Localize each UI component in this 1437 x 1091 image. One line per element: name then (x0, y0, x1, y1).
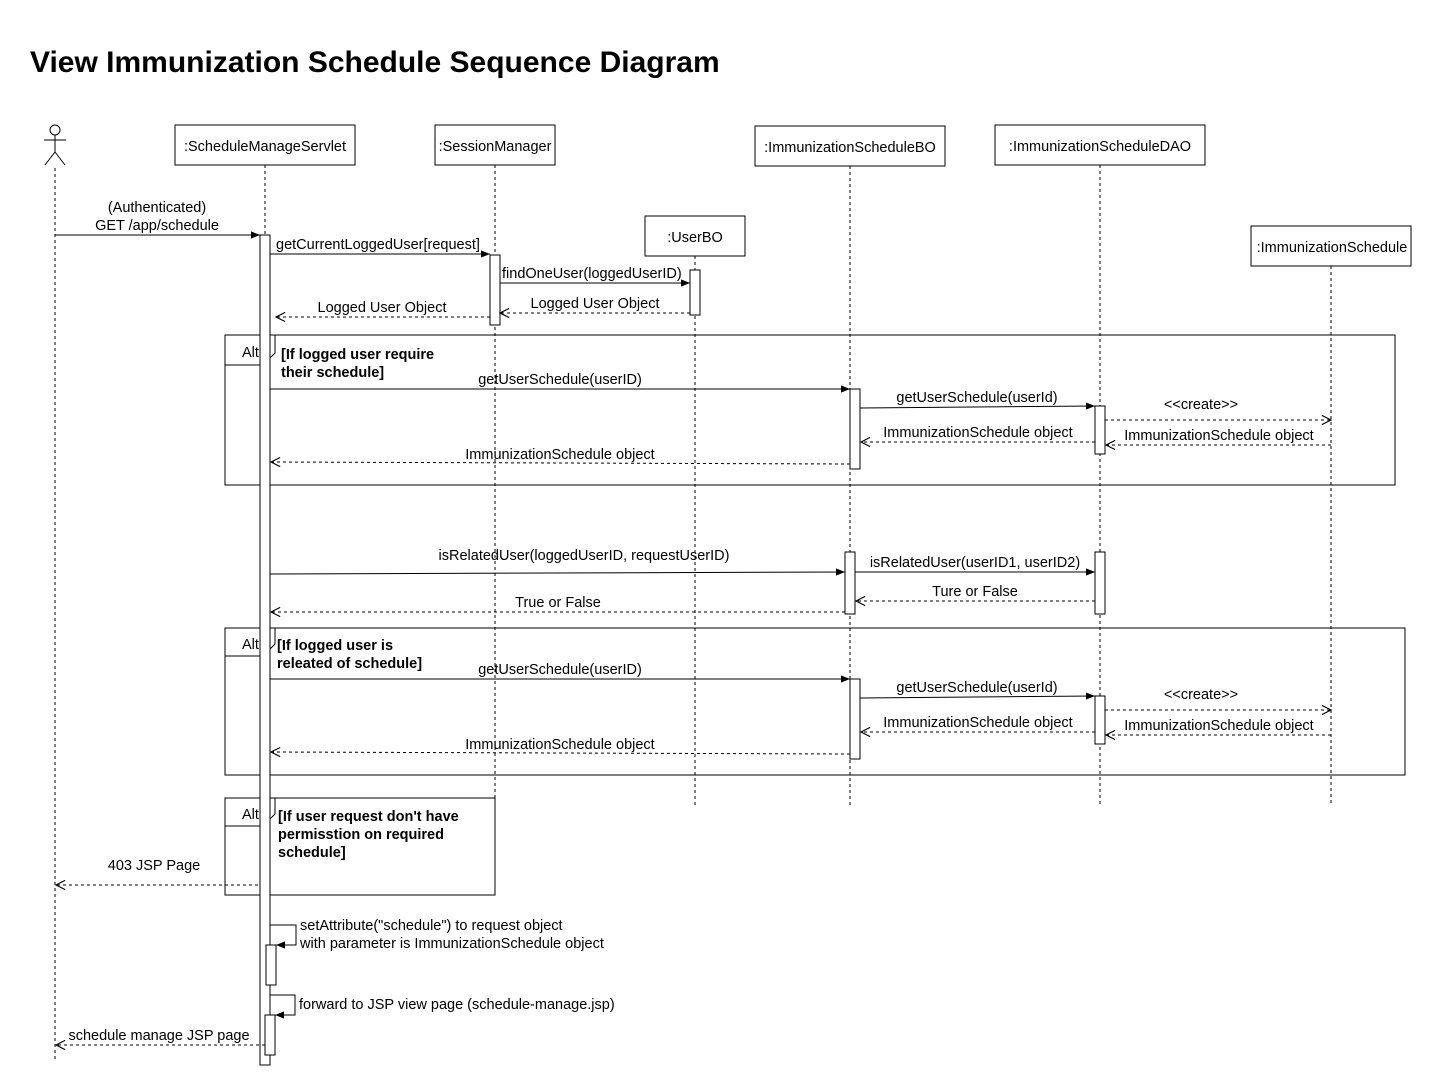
participant-userbo: :UserBO (644, 215, 746, 257)
message-dao-is-related-user: isRelatedUser(userID1, userID2) (855, 555, 1095, 576)
message-schedule-return-is-1: ImmunizationSchedule object (1106, 428, 1331, 445)
message-label: findOneUser(loggedUserID) (502, 266, 682, 282)
activation-isdao-1 (1094, 405, 1106, 455)
fragment-alt1-guard-line2: their schedule] (281, 365, 384, 381)
diagram-title: View Immunization Schedule Sequence Diag… (30, 46, 720, 79)
participant-actor (44, 124, 66, 166)
participant-isbo: :ImmunizationScheduleBO (754, 125, 946, 167)
participant-isbo-label: :ImmunizationScheduleBO (764, 140, 936, 156)
fragment-alt2-guard-line2: releated of schedule] (277, 656, 422, 672)
message-label: Logged User Object (531, 296, 660, 312)
message-create-1: <<create>> (1105, 397, 1331, 420)
message-get-user-schedule-2: getUserSchedule(userID) (270, 662, 850, 683)
message-403-jsp-page: 403 JSP Page (56, 858, 258, 885)
fragment-alt1-operator: Alt (242, 345, 259, 361)
message-label: (Authenticated) (108, 200, 206, 216)
activation-session (489, 254, 501, 326)
activation-isdao-3 (1094, 695, 1106, 745)
message-label: ImmunizationSchedule object (1124, 718, 1313, 734)
participant-servlet: :ScheduleManageServlet (174, 124, 356, 166)
participant-isdao-label: :ImmunizationScheduleDAO (1009, 139, 1191, 155)
message-label: Logged User Object (318, 300, 447, 316)
activation-isbo-1 (849, 388, 861, 470)
message-label: ImmunizationSchedule object (465, 737, 654, 753)
participant-is: :ImmunizationSchedule (1250, 225, 1412, 267)
message-schedule-return-dao-2: ImmunizationSchedule object (861, 715, 1095, 732)
message-get-app-schedule: (Authenticated) GET /app/schedule (55, 200, 260, 239)
message-is-related-user: isRelatedUser(loggedUserID, requestUserI… (269, 548, 846, 576)
activation-isbo-2 (844, 551, 856, 615)
message-label: getUserSchedule(userID) (478, 372, 642, 388)
message-label: <<create>> (1164, 397, 1238, 413)
activation-isdao-2 (1094, 551, 1106, 615)
message-label: ImmunizationSchedule object (883, 425, 1072, 441)
fragment-alt3-guard-line3: schedule] (278, 845, 346, 861)
message-label: getUserSchedule(userID) (478, 662, 642, 678)
message-label: 403 JSP Page (108, 858, 200, 874)
message-label: with parameter is ImmunizationSchedule o… (299, 936, 604, 952)
message-forward-self: forward to JSP view page (schedule-manag… (270, 994, 615, 1019)
message-label: isRelatedUser(loggedUserID, requestUserI… (439, 548, 730, 564)
activation-servlet-self-2 (264, 1014, 276, 1056)
participant-session-label: :SessionManager (439, 139, 552, 155)
message-label: ImmunizationSchedule object (1124, 428, 1313, 444)
message-schedule-manage-jsp-page: schedule manage JSP page (56, 1028, 265, 1045)
message-true-or-false-return: True or False (271, 595, 845, 612)
message-label: <<create>> (1164, 687, 1238, 703)
fragment-alt1-guard-line1: [If logged user require (281, 347, 434, 363)
message-label: getUserSchedule(userId) (896, 680, 1057, 696)
activation-userbo (689, 269, 701, 316)
message-create-2: <<create>> (1105, 687, 1331, 710)
message-label: forward to JSP view page (schedule-manag… (299, 997, 615, 1013)
message-label: GET /app/schedule (95, 218, 219, 234)
activation-servlet (259, 234, 271, 1066)
message-label: schedule manage JSP page (68, 1028, 249, 1044)
message-schedule-return-is-2: ImmunizationSchedule object (1106, 718, 1331, 735)
fragment-alt3-guard-line2: permisstion on required (278, 827, 444, 843)
fragment-alt3-guard-line1: [If user request don't have (278, 809, 459, 825)
message-label: True or False (515, 595, 601, 611)
fragment-alt2: Alt [If logged user is releated of sched… (224, 627, 1406, 776)
message-find-one-user: findOneUser(loggedUserID) (500, 266, 690, 287)
message-schedule-return-bo-2: ImmunizationSchedule object (271, 737, 851, 754)
message-ture-or-false-return: Ture or False (856, 584, 1095, 601)
message-set-attribute-self: setAttribute("schedule") to request obje… (270, 918, 604, 952)
participant-servlet-label: :ScheduleManageServlet (184, 139, 346, 155)
message-logged-user-return-2: Logged User Object (276, 300, 490, 317)
message-label: getCurrentLoggedUser[request] (276, 237, 480, 253)
participant-is-label: :ImmunizationSchedule (1257, 240, 1408, 256)
participant-userbo-label: :UserBO (667, 230, 723, 246)
message-label: ImmunizationSchedule object (883, 715, 1072, 731)
activation-isbo-3 (849, 678, 861, 760)
participant-isdao: :ImmunizationScheduleDAO (994, 124, 1206, 166)
message-schedule-return-bo-1: ImmunizationSchedule object (271, 447, 851, 464)
fragment-alt2-operator: Alt (242, 637, 259, 653)
fragment-alt3-operator: Alt (242, 807, 259, 823)
message-get-current-logged-user: getCurrentLoggedUser[request] (270, 237, 490, 258)
participant-session: :SessionManager (434, 124, 556, 166)
message-dao-get-user-schedule-1: getUserSchedule(userId) (859, 390, 1096, 410)
fragment-alt1: Alt [If logged user require their schedu… (224, 334, 1396, 486)
message-label: Ture or False (932, 584, 1018, 600)
message-label: setAttribute("schedule") to request obje… (300, 918, 563, 934)
fragment-alt2-guard-line1: [If logged user is (277, 638, 393, 654)
message-get-user-schedule-1: getUserSchedule(userID) (270, 372, 850, 393)
message-logged-user-return-1: Logged User Object (500, 296, 690, 313)
message-label: ImmunizationSchedule object (465, 447, 654, 463)
message-schedule-return-dao-1: ImmunizationSchedule object (861, 425, 1095, 442)
message-label: isRelatedUser(userID1, userID2) (870, 555, 1080, 571)
message-dao-get-user-schedule-2: getUserSchedule(userId) (859, 680, 1096, 700)
activation-servlet-self-1 (265, 944, 277, 986)
message-label: getUserSchedule(userId) (896, 390, 1057, 406)
